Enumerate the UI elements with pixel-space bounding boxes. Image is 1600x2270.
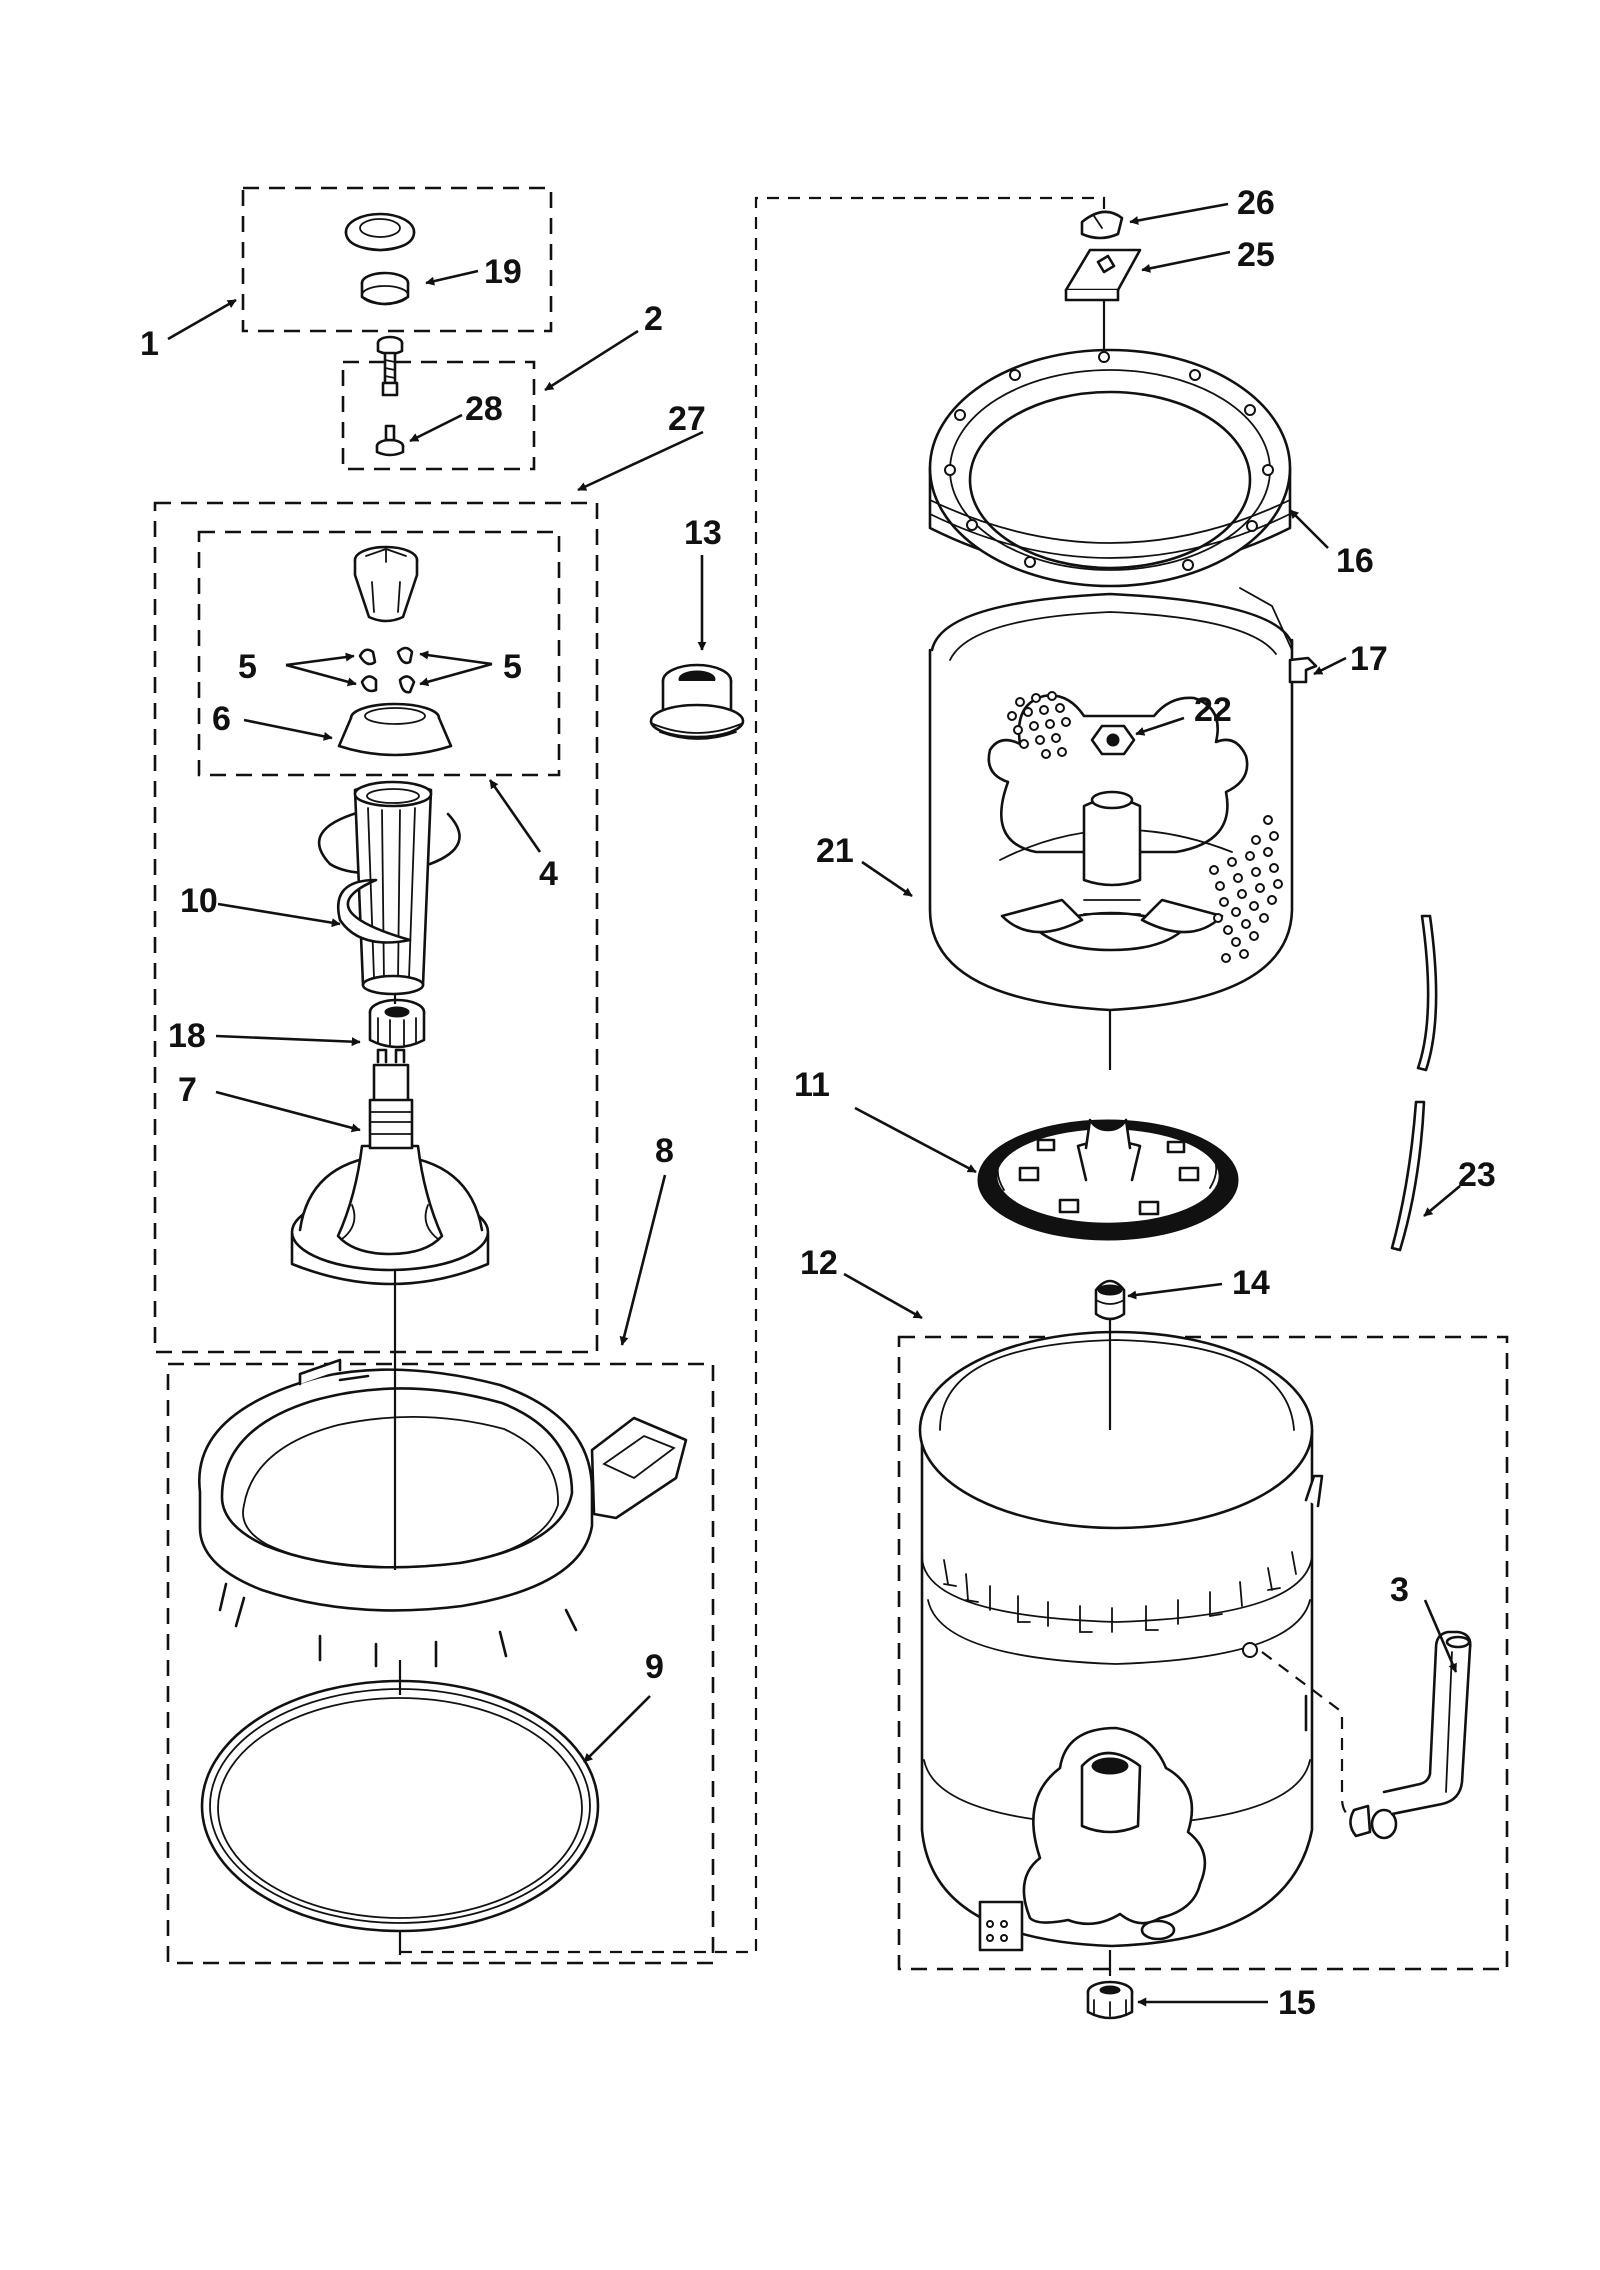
callout-7: 7 [178,1071,197,1109]
leader-9 [583,1695,651,1763]
callout-23: 23 [1458,1156,1496,1194]
leader-17 [1313,656,1347,676]
callout-5-left: 5 [238,648,257,686]
bolt-28 [375,335,405,457]
nut-14 [1094,1279,1126,1321]
callout-9: 9 [645,1648,664,1686]
callout-26: 26 [1237,184,1275,222]
drive-gear-11 [977,1118,1239,1241]
leader-3 [1423,1599,1458,1673]
ratchet-18 [368,998,426,1049]
callout-11: 11 [794,1066,830,1104]
group-1-box [241,186,553,333]
callout-27: 27 [668,400,706,438]
connector-line [400,196,1106,1954]
callout-14: 14 [1232,1264,1270,1302]
balance-ring-16 [928,348,1292,588]
callout-12: 12 [800,1244,838,1282]
callout-1: 1 [140,325,159,363]
leader-28 [409,413,463,443]
nut-22 [1090,724,1136,756]
agitator-dogs-5 [358,646,416,694]
group-12-box [897,1335,1509,1971]
leader-22 [1135,716,1185,736]
leader-2 [544,329,639,392]
callout-13: 13 [684,514,722,552]
callout-10: 10 [180,882,218,920]
leader-18 [215,1034,361,1047]
group-2-box [341,360,536,471]
agitator-base-7 [290,1048,490,1286]
seal-13 [649,663,745,740]
leader-23 [1423,1185,1461,1217]
callout-22: 22 [1194,691,1232,729]
clip-26 [1080,210,1124,240]
tub-ring-seal-9 [200,1679,600,1933]
leader-10 [217,902,341,928]
leader-5a-1 [285,652,355,667]
callout-15: 15 [1278,1984,1316,2022]
basket-holes-right [1209,815,1283,963]
leader-5b-1 [419,650,493,666]
bracket-25 [1064,248,1142,302]
basket-holes-left [1007,691,1071,759]
tub-ring-8 [197,1358,688,1668]
leader-26 [1129,202,1229,225]
callout-16: 16 [1336,542,1374,580]
callout-3: 3 [1390,1571,1409,1609]
leader-1 [167,298,237,341]
agitator-cam [353,545,419,623]
cam-plate-6 [337,702,453,757]
nut-15 [1086,1980,1134,2020]
leader-19 [425,269,479,286]
callout-2: 2 [644,300,663,338]
leader-12 [843,1272,923,1320]
callout-19: 19 [484,253,522,291]
leader-14 [1127,1282,1223,1300]
callout-6: 6 [212,700,231,738]
callout-18: 18 [168,1017,206,1055]
auger-10 [317,780,461,996]
leader-6 [243,718,333,741]
leader-25 [1141,250,1231,273]
leader-11 [854,1106,977,1174]
leader-16 [1289,509,1329,549]
callout-17: 17 [1350,640,1388,678]
group-27-box [153,501,599,1354]
leader-5a-2 [285,663,357,687]
clip-17 [1239,587,1318,684]
group-4-box [197,530,561,777]
leader-8 [619,1174,667,1346]
group-8-box [166,1362,715,1965]
callout-5-right: 5 [503,648,522,686]
callout-4: 4 [539,855,558,893]
callout-28: 28 [465,390,503,428]
leader-27 [577,430,704,492]
callout-25: 25 [1237,236,1275,274]
callout-21: 21 [816,832,854,870]
agitator-cap [344,212,416,252]
leader-4 [488,779,542,853]
leader-5b-2 [419,662,493,687]
hose-3 [1349,1630,1472,1840]
cap-ring-19 [360,271,410,306]
leader-7 [215,1090,361,1133]
leader-21 [861,860,913,898]
basket-21 [928,592,1294,1012]
outer-tub-12 [918,1330,1324,1952]
tube-23 [1390,914,1438,1252]
callout-8: 8 [655,1132,674,1170]
